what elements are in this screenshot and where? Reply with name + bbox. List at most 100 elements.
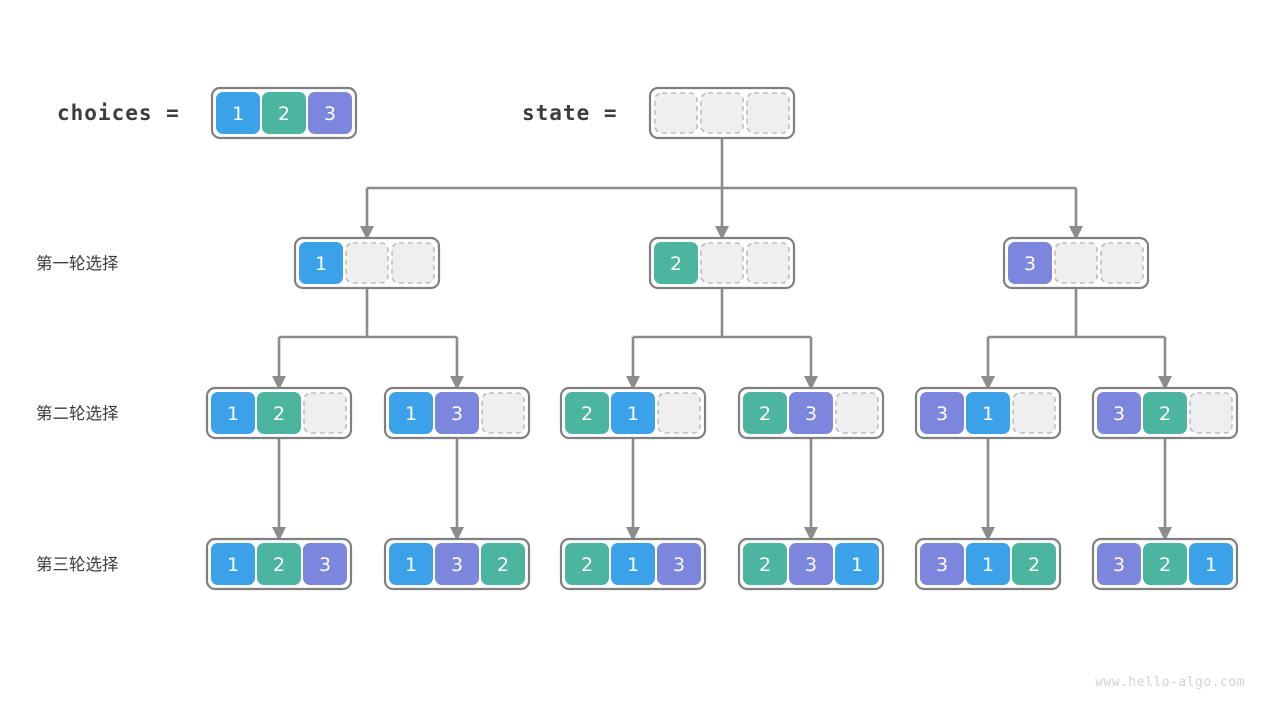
array-node-round-3-3: 2 1 3 bbox=[559, 537, 707, 591]
array-cell-value: 2 bbox=[497, 554, 509, 576]
array-cell-filled bbox=[257, 392, 301, 434]
array-cell-value: 2 bbox=[670, 253, 682, 275]
arrow-head-icon bbox=[981, 527, 995, 541]
array-cell-empty bbox=[746, 242, 790, 284]
array-cell-value: 2 bbox=[1159, 403, 1171, 425]
array-cell-empty bbox=[654, 92, 698, 134]
array-cell-empty bbox=[1100, 242, 1144, 284]
arrow-head-icon bbox=[715, 226, 729, 240]
array-cell-value: 3 bbox=[936, 554, 948, 576]
array-cell-filled bbox=[1143, 392, 1187, 434]
array-cell-value: 2 bbox=[1159, 554, 1171, 576]
array-cell-value: 1 bbox=[405, 554, 417, 576]
array-cell-filled bbox=[1097, 392, 1141, 434]
array-node-round-1-2: 2 bbox=[648, 236, 796, 290]
array-cell-value: 3 bbox=[805, 403, 817, 425]
arrow-head-icon bbox=[272, 376, 286, 390]
state-label: state = bbox=[522, 101, 618, 125]
array-cell-filled bbox=[654, 242, 698, 284]
row-label-round-1: 第一轮选择 bbox=[36, 254, 119, 273]
array-cell-filled bbox=[481, 543, 525, 585]
arrow-head-icon bbox=[626, 376, 640, 390]
array-cell-empty bbox=[700, 92, 744, 134]
choices-label: choices = bbox=[57, 101, 180, 125]
array-cell-empty bbox=[746, 92, 790, 134]
arrow-head-icon bbox=[1158, 527, 1172, 541]
array-cell-value: 2 bbox=[278, 103, 290, 125]
array-cell-value: 2 bbox=[273, 554, 285, 576]
array-cell-filled bbox=[565, 543, 609, 585]
array-cell-value: 2 bbox=[759, 403, 771, 425]
array-cell-value: 3 bbox=[451, 554, 463, 576]
array-node-round-1-3: 3 bbox=[1002, 236, 1150, 290]
arrow-head-icon bbox=[626, 527, 640, 541]
array-cell-value: 1 bbox=[227, 403, 239, 425]
array-cell-value: 1 bbox=[1205, 554, 1217, 576]
array-cell-filled bbox=[743, 543, 787, 585]
array-cell-filled bbox=[920, 392, 964, 434]
array-cell-filled bbox=[435, 392, 479, 434]
arrow-head-icon bbox=[804, 527, 818, 541]
arrow-head-icon bbox=[1069, 226, 1083, 240]
array-cell-value: 1 bbox=[627, 554, 639, 576]
array-node-round-3-2: 1 3 2 bbox=[383, 537, 531, 591]
array-cell-empty bbox=[1054, 242, 1098, 284]
array-cell-empty bbox=[1012, 392, 1056, 434]
edges-root-to-round1 bbox=[360, 133, 1083, 240]
arrow-head-icon bbox=[981, 376, 995, 390]
arrow-head-icon bbox=[450, 376, 464, 390]
array-cell-filled bbox=[211, 543, 255, 585]
array-cell-value: 1 bbox=[405, 403, 417, 425]
array-cell-filled bbox=[789, 392, 833, 434]
array-cell-value: 2 bbox=[1028, 554, 1040, 576]
arrow-head-icon bbox=[360, 226, 374, 240]
array-cell-empty bbox=[700, 242, 744, 284]
array-cell-value: 1 bbox=[982, 403, 994, 425]
row-label-round-3: 第三轮选择 bbox=[36, 555, 119, 574]
watermark: www.hello-algo.com bbox=[1095, 675, 1245, 690]
array-cell-value: 1 bbox=[851, 554, 863, 576]
edges-round2-to-round3 bbox=[272, 438, 1172, 541]
array-cell-value: 3 bbox=[936, 403, 948, 425]
array-cell-filled bbox=[389, 392, 433, 434]
arrow-head-icon bbox=[804, 376, 818, 390]
array-cell-filled bbox=[308, 92, 352, 134]
array-cell-filled bbox=[1008, 242, 1052, 284]
array-cell-value: 2 bbox=[759, 554, 771, 576]
array-cell-value: 1 bbox=[227, 554, 239, 576]
array-cell-filled bbox=[303, 543, 347, 585]
array-cell-value: 3 bbox=[451, 403, 463, 425]
array-cell-empty bbox=[1189, 392, 1233, 434]
array-cell-filled bbox=[435, 543, 479, 585]
array-cell-value: 3 bbox=[1024, 253, 1036, 275]
array-cell-filled bbox=[1097, 543, 1141, 585]
state-array bbox=[648, 86, 796, 140]
array-cell-filled bbox=[966, 543, 1010, 585]
array-cell-value: 2 bbox=[273, 403, 285, 425]
array-cell-filled bbox=[966, 392, 1010, 434]
array-cell-filled bbox=[389, 543, 433, 585]
array-cell-empty bbox=[345, 242, 389, 284]
array-cell-filled bbox=[1012, 543, 1056, 585]
array-cell-filled bbox=[1189, 543, 1233, 585]
row-label-round-2: 第二轮选择 bbox=[36, 404, 119, 423]
array-cell-filled bbox=[257, 543, 301, 585]
array-cell-filled bbox=[835, 543, 879, 585]
array-cell-empty bbox=[657, 392, 701, 434]
array-cell-value: 2 bbox=[581, 554, 593, 576]
array-cell-value: 1 bbox=[315, 253, 327, 275]
array-cell-value: 1 bbox=[232, 103, 244, 125]
array-cell-value: 3 bbox=[673, 554, 685, 576]
array-cell-filled bbox=[789, 543, 833, 585]
array-cell-value: 1 bbox=[982, 554, 994, 576]
array-cell-filled bbox=[920, 543, 964, 585]
array-cell-value: 3 bbox=[324, 103, 336, 125]
